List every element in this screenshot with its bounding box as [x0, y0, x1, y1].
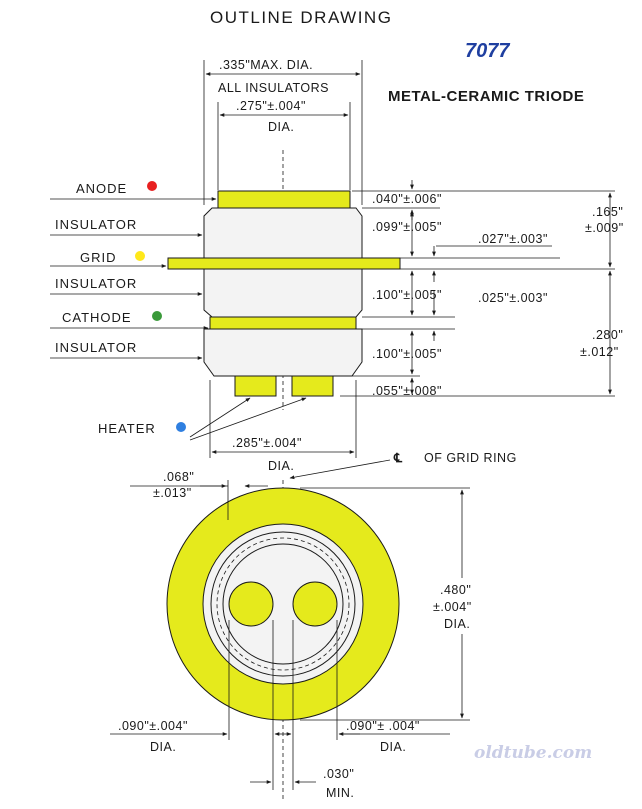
dim-055: .055"±.008"	[372, 384, 442, 398]
base-dimensions: .285"±.004" DIA. ℄ OF GRID RING	[209, 380, 517, 480]
dim-090-right: .090"± .004"	[346, 719, 420, 733]
dim-068-b: ±.013"	[153, 486, 192, 500]
grid-ring-centerline-symbol: ℄	[393, 451, 403, 465]
drawing-title: OUTLINE DRAWING	[210, 8, 392, 27]
dim-025: .025"±.003"	[478, 291, 548, 305]
dim-030-unit: MIN.	[326, 786, 354, 800]
end-insulator-ring	[202, 523, 364, 685]
label-grid: GRID	[80, 250, 117, 265]
dim-027: .027"±.003"	[478, 232, 548, 246]
dim-480-unit: DIA.	[444, 617, 470, 631]
dim-090-left-unit: DIA.	[150, 740, 176, 754]
label-anode: ANODE	[76, 181, 127, 196]
dim-grid-ring: OF GRID RING	[424, 451, 517, 465]
anode-part	[217, 190, 351, 209]
heater-pin-left	[234, 375, 277, 397]
top-dimensions: .335"MAX. DIA. ALL INSULATORS .275"±.004…	[203, 58, 363, 205]
dim-all-insulators: ALL INSULATORS	[218, 81, 329, 95]
watermark: oldtube.com	[474, 743, 592, 763]
dim-090-right-unit: DIA.	[380, 740, 406, 754]
dim-030: .030"	[323, 767, 354, 781]
anode-color-dot	[147, 181, 157, 191]
end-heater-pin-left	[228, 581, 274, 627]
tube-end-view: .068" ±.013" .480" ±.004" DIA. .090"±.00…	[110, 470, 490, 800]
insulator-3-part	[203, 328, 363, 377]
cathode-part	[209, 316, 357, 330]
part-labels: ANODE INSULATOR GRID INSULATOR CATHODE I…	[50, 181, 307, 441]
tube-type: METAL-CERAMIC TRIODE	[388, 88, 584, 105]
tube-number: 7077	[465, 40, 510, 62]
tube-side-view	[167, 150, 401, 410]
dim-099: .099"±.005"	[372, 220, 442, 234]
insulator-1-part	[203, 207, 363, 259]
dim-280-a: .280"	[592, 328, 623, 342]
dim-090-left: .090"±.004"	[118, 719, 188, 733]
label-heater: HEATER	[98, 421, 156, 436]
right-dimensions: .040"±.006" .099"±.005" .027"±.003" .165…	[340, 180, 624, 398]
dim-480-a: .480"	[440, 583, 471, 597]
dim-100-lower: .100"±.005"	[372, 347, 442, 361]
label-insulator-1: INSULATOR	[55, 217, 137, 232]
dim-285-unit: DIA.	[268, 459, 294, 473]
dim-285: .285"±.004"	[232, 436, 302, 450]
dim-165-a: .165"	[592, 205, 623, 219]
dim-max-dia: .335"MAX. DIA.	[219, 58, 313, 72]
cathode-color-dot	[152, 311, 162, 321]
label-cathode: CATHODE	[62, 310, 132, 325]
heater-color-dot	[176, 422, 186, 432]
dim-165-b: ±.009"	[585, 221, 624, 235]
dim-280-b: ±.012"	[580, 345, 619, 359]
grid-part	[167, 257, 401, 270]
dim-068-a: .068"	[163, 470, 194, 484]
dim-480-b: ±.004"	[433, 600, 472, 614]
grid-color-dot	[135, 251, 145, 261]
heater-pin-right	[291, 375, 334, 397]
dim-040: .040"±.006"	[372, 192, 442, 206]
end-heater-pin-right	[292, 581, 338, 627]
dim-100-upper: .100"±.005"	[372, 288, 442, 302]
label-insulator-3: INSULATOR	[55, 340, 137, 355]
insulator-2-part	[203, 268, 363, 318]
dim-top-dia-unit: DIA.	[268, 120, 294, 134]
label-insulator-2: INSULATOR	[55, 276, 137, 291]
dim-top-dia: .275"±.004"	[236, 99, 306, 113]
